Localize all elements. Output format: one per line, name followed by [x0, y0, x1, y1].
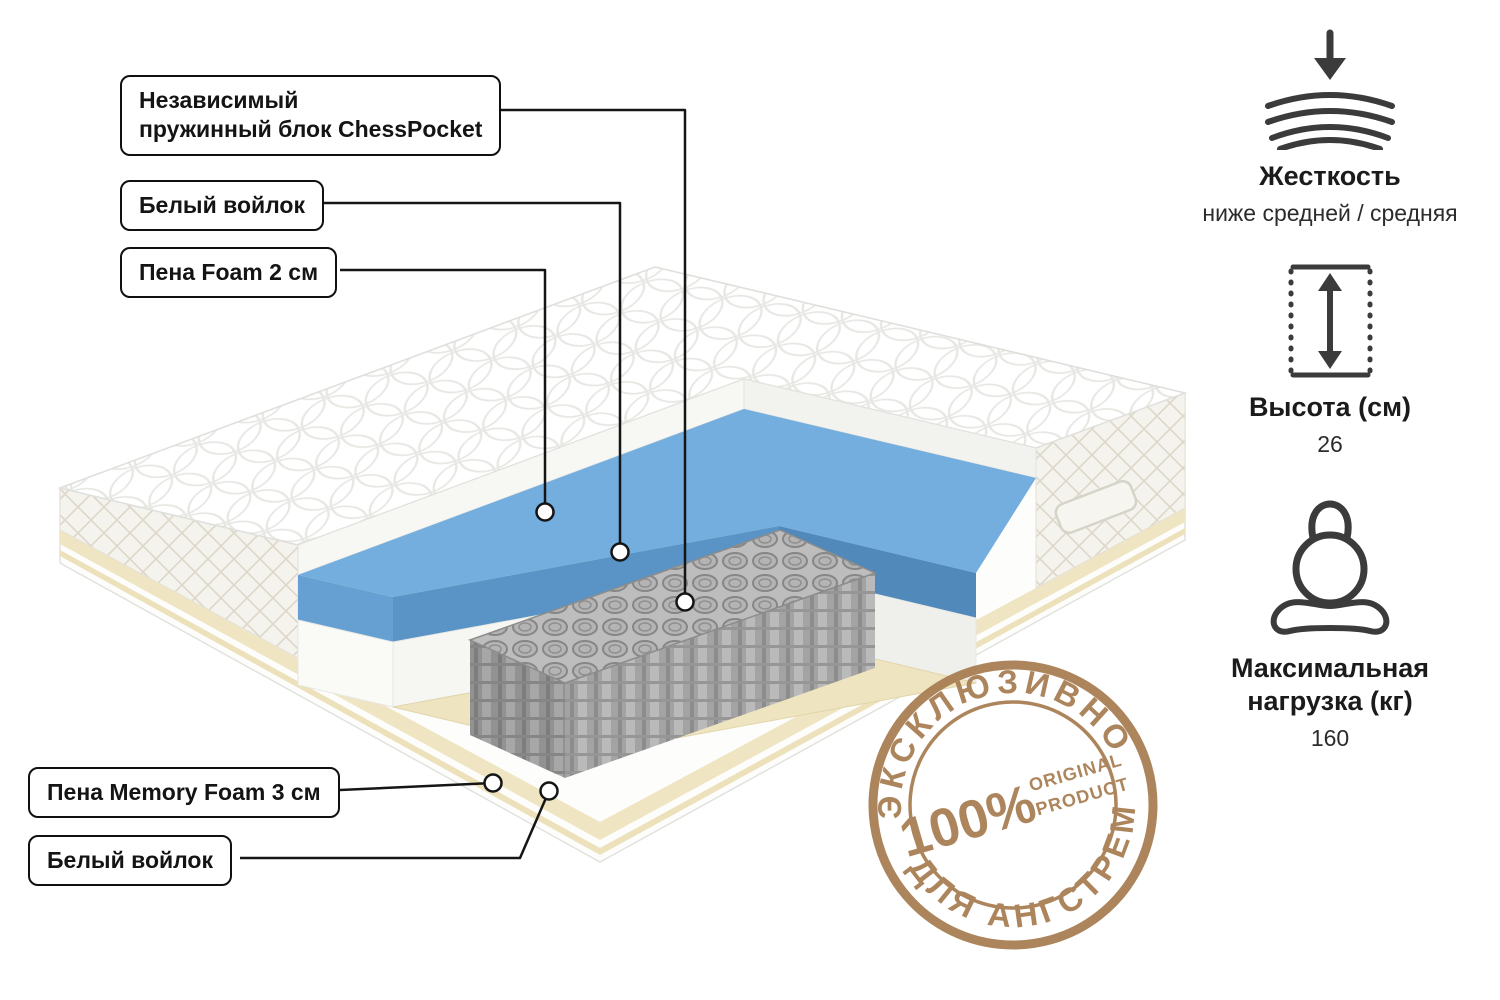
- callout-line-spring-block: [470, 108, 687, 602]
- callout-line-felt-top: [320, 201, 622, 552]
- mattress-handle: [1054, 480, 1138, 534]
- callout-point-memory-foam: [483, 773, 503, 793]
- kettlebell-icon: [1270, 500, 1390, 635]
- callout-point-foam: [535, 502, 555, 522]
- stamp-inner-ring: [908, 700, 1118, 910]
- spec-height-title: Высота (см): [1248, 391, 1412, 422]
- callout-lines: [240, 108, 687, 860]
- callout-points: [483, 502, 695, 801]
- spec-height: Высота (см) 26: [1150, 261, 1500, 458]
- spec-firmness-title: Жесткость: [1259, 161, 1401, 191]
- spec-max-load-title: Максимальная нагрузка (кг): [1230, 652, 1430, 717]
- callout-line-felt-bottom: [240, 790, 551, 860]
- label-foam-2cm: Пена Foam 2 см: [120, 247, 338, 299]
- label-felt-bottom: Белый войлок: [28, 835, 232, 887]
- stamp-outer-ring: [868, 660, 1158, 950]
- foam-layer-blue-edge-left: [393, 526, 779, 642]
- spec-max-load-value: 160: [1310, 725, 1350, 751]
- spring-block-top: [467, 529, 878, 684]
- spec-max-load: Максимальная нагрузка (кг) 160: [1150, 492, 1500, 753]
- spring-block-front-left: [470, 640, 565, 778]
- label-felt-top: Белый войлок: [120, 180, 324, 232]
- spec-firmness: Жесткость ниже средней / средняя: [1150, 28, 1500, 227]
- pressure-down-icon: [1265, 29, 1395, 150]
- callout-line-memory-foam: [339, 781, 494, 792]
- callout-point-spring-block: [675, 592, 695, 612]
- callout-line-foam: [340, 268, 547, 512]
- callout-point-felt-bottom: [539, 781, 559, 801]
- spec-firmness-value: ниже средней / средняя: [1202, 199, 1458, 226]
- label-memory-foam-3cm: Пена Memory Foam 3 см: [28, 767, 340, 819]
- foam-layer-blue-edge-right: [779, 526, 976, 618]
- foam-layer-blue-top: [298, 409, 1036, 597]
- callout-point-felt-top: [610, 542, 630, 562]
- spec-column: Жесткость ниже средней / средняя Высота …: [1150, 28, 1500, 786]
- spec-height-value: 26: [1317, 430, 1343, 457]
- label-spring-block: Независимый пружинный блок ChessPocket: [120, 75, 502, 156]
- height-arrows-icon: [1288, 264, 1372, 378]
- spring-block-front-left-shade: [470, 640, 565, 778]
- stamp-percent: 100%: [893, 773, 1042, 869]
- original-product-stamp: ЭКСКЛЮЗИВНО ДЛЯ АНГСТРЕМ 100% ORIGINAL P…: [858, 650, 1168, 960]
- spring-block-front-right: [565, 573, 875, 778]
